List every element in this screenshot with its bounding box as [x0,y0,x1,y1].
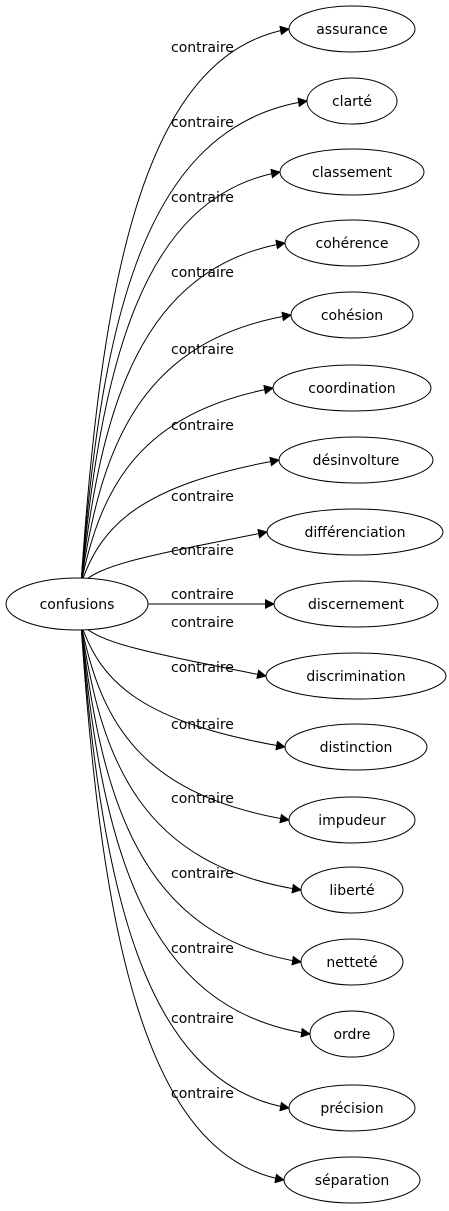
target-node-1[interactable]: clarté [306,77,398,125]
edge-label-3: contraire [171,265,234,281]
nodes-layer: confusions assurance clarté classement cohé… [5,5,447,1204]
edge-label-9: contraire [171,615,234,631]
edge-12 [80,623,302,894]
target-node-15[interactable]: précision [288,1084,416,1132]
target-node-label-12: liberté [329,883,374,899]
source-node-label: confusions [40,597,115,613]
edge-label-14: contraire [171,941,234,957]
target-node-label-13: netteté [326,955,377,971]
target-node-shape-12 [300,866,404,914]
target-node-shape-6 [278,436,434,484]
target-node-5[interactable]: coordination [272,364,432,412]
edge-10 [80,623,286,751]
target-node-label-5: coordination [308,381,395,397]
target-node-7[interactable]: différenciation [266,508,444,556]
edge-label-13: contraire [171,866,234,882]
edge-2 [80,168,281,585]
edge-15 [80,623,290,1112]
edge-4 [80,311,292,585]
source-node[interactable]: confusions [5,577,149,631]
target-node-6[interactable]: désinvolture [278,436,434,484]
edge-5 [80,384,274,585]
edge-9 [80,623,267,680]
target-node-label-14: ordre [333,1027,370,1043]
target-node-label-1: clarté [332,94,372,110]
edge-6 [80,456,280,585]
target-node-shape-3 [284,219,420,267]
edge-13 [80,623,302,966]
edge-label-8: contraire [171,587,234,603]
target-node-12[interactable]: liberté [300,866,404,914]
target-node-shape-13 [300,938,404,986]
target-node-label-10: distinction [320,740,393,756]
edge-label-12: contraire [171,791,234,807]
edge-labels-layer: contraire contraire contraire contraire cont… [171,40,234,1102]
source-node-shape [5,577,149,631]
target-node-shape-0 [288,5,416,53]
target-node-shape-16 [283,1156,421,1204]
target-node-shape-14 [309,1010,395,1058]
edge-label-7: contraire [171,543,234,559]
target-node-shape-8 [273,580,439,628]
target-node-8[interactable]: discernement [273,580,439,628]
target-node-shape-11 [288,796,416,844]
target-node-shape-10 [284,723,428,771]
edge-7 [80,528,268,585]
target-node-shape-7 [266,508,444,556]
edge-label-11: contraire [171,717,234,733]
edge-label-1: contraire [171,115,234,131]
edge-14 [80,623,311,1038]
edge-1 [80,97,308,585]
target-node-label-0: assurance [316,22,388,38]
target-node-4[interactable]: cohésion [290,291,414,339]
target-node-11[interactable]: impudeur [288,796,416,844]
target-node-shape-2 [279,148,425,196]
edge-label-0: contraire [171,40,234,56]
target-node-2[interactable]: classement [279,148,425,196]
edge-11 [80,623,290,824]
target-node-label-6: désinvolture [313,453,400,469]
target-node-3[interactable]: cohérence [284,219,420,267]
edge-16 [80,623,285,1184]
target-node-shape-9 [265,652,447,700]
target-node-shape-4 [290,291,414,339]
target-node-16[interactable]: séparation [283,1156,421,1204]
target-node-shape-5 [272,364,432,412]
edge-label-4: contraire [171,342,234,358]
edge-3 [80,239,286,585]
target-node-label-4: cohésion [321,308,383,324]
target-node-label-11: impudeur [318,813,386,829]
target-node-label-3: cohérence [316,236,389,252]
edge-label-6: contraire [171,489,234,505]
target-node-label-2: classement [312,165,392,181]
target-node-label-8: discernement [308,597,405,613]
edge-label-2: contraire [171,190,234,206]
edge-0 [80,25,290,585]
target-node-14[interactable]: ordre [309,1010,395,1058]
target-node-label-9: discrimination [306,669,405,685]
target-node-label-16: séparation [315,1173,390,1189]
edge-label-16: contraire [171,1086,234,1102]
target-node-label-7: différenciation [305,525,406,541]
target-node-9[interactable]: discrimination [265,652,447,700]
target-node-label-15: précision [320,1101,383,1117]
edge-label-15: contraire [171,1011,234,1027]
edges-layer [80,25,311,1184]
edge-label-10: contraire [171,660,234,676]
target-node-13[interactable]: netteté [300,938,404,986]
target-node-shape-15 [288,1084,416,1132]
edge-label-5: contraire [171,418,234,434]
target-node-10[interactable]: distinction [284,723,428,771]
target-node-0[interactable]: assurance [288,5,416,53]
target-node-shape-1 [306,77,398,125]
